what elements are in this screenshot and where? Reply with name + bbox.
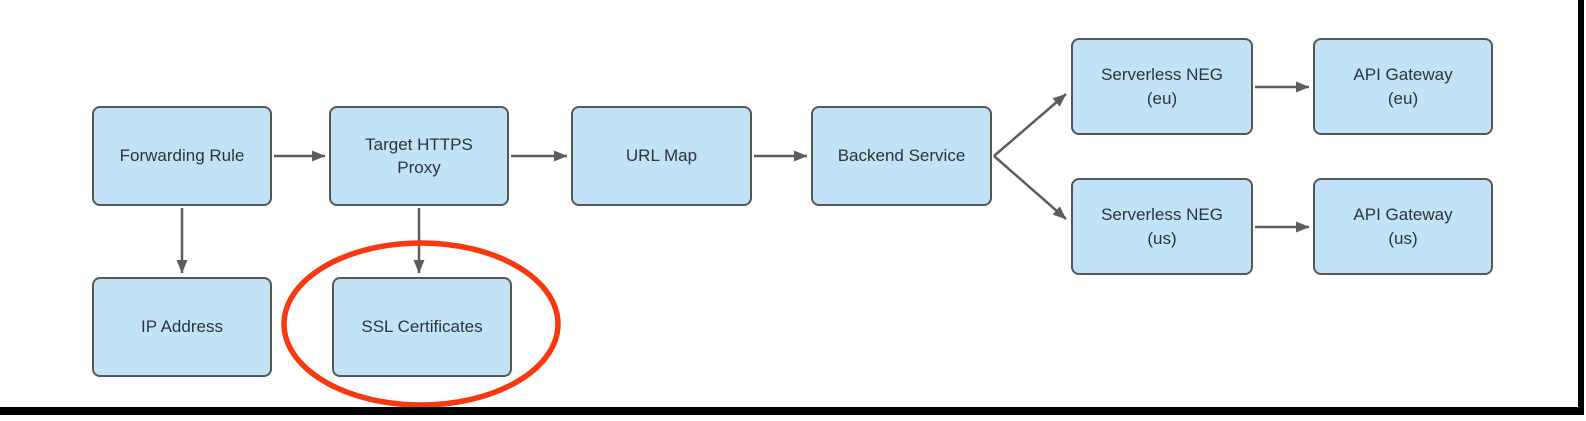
node-label: API Gateway (eu) <box>1353 65 1453 108</box>
node-forwarding-rule: Forwarding Rule <box>92 106 272 206</box>
node-serverless-neg-us: Serverless NEG (us) <box>1071 178 1253 275</box>
node-backend-service: Backend Service <box>811 106 992 206</box>
node-api-gateway-eu: API Gateway (eu) <box>1313 38 1493 135</box>
node-label: IP Address <box>141 317 223 337</box>
node-label: URL Map <box>625 146 698 166</box>
node-label: Backend Service <box>837 146 966 166</box>
node-url-map: URL Map <box>571 106 752 206</box>
node-api-gateway-us: API Gateway (us) <box>1313 178 1493 275</box>
node-label: SSL Certificates <box>361 317 483 337</box>
node-serverless-neg-eu: Serverless NEG (eu) <box>1071 38 1253 135</box>
highlight-ellipse <box>281 240 561 408</box>
node-ssl-certificates: SSL Certificates <box>332 277 512 377</box>
screen-edge-bar-bottom <box>0 407 1584 415</box>
edge-backend-service-to-serverless-neg-us <box>993 155 1067 220</box>
node-ip-address: IP Address <box>92 277 272 377</box>
node-label: Forwarding Rule <box>119 146 245 166</box>
node-label: API Gateway (us) <box>1353 205 1453 248</box>
screen-edge-bar-right <box>1578 0 1584 415</box>
node-target-https-proxy: Target HTTPS Proxy <box>329 106 509 206</box>
edge-backend-service-to-serverless-neg-eu <box>993 93 1067 157</box>
node-label: Target HTTPS Proxy <box>365 134 473 177</box>
node-label: Serverless NEG (us) <box>1101 205 1223 248</box>
node-label: Serverless NEG (eu) <box>1101 65 1223 108</box>
